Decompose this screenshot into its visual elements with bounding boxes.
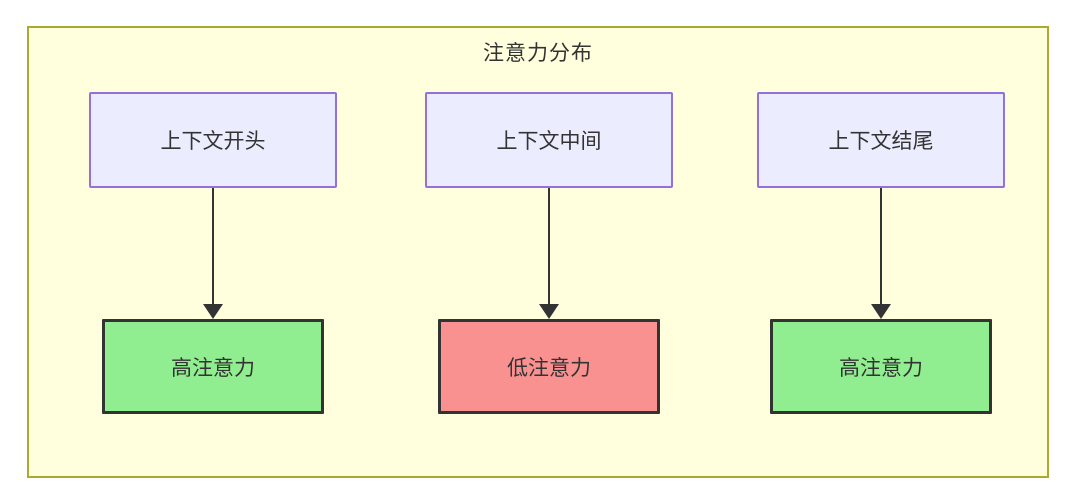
arrow-head-icon — [539, 304, 559, 319]
flow-column-context-end: 上下文结尾 高注意力 — [756, 92, 1006, 414]
node-label: 低注意力 — [507, 356, 591, 380]
diagram-title: 注意力分布 — [483, 42, 593, 65]
arrow-down-icon — [871, 188, 891, 319]
arrow-line — [880, 188, 882, 306]
node-high-attention-left: 高注意力 — [102, 319, 324, 414]
node-context-end: 上下文结尾 — [757, 92, 1005, 188]
arrow-down-icon — [203, 188, 223, 319]
arrow-line — [212, 188, 214, 306]
attention-diagram-canvas: 注意力分布 上下文开头 高注意力 上下文中间 低注意力 上下文结尾 — [27, 26, 1049, 478]
node-low-attention-middle: 低注意力 — [438, 319, 660, 414]
flow-column-context-middle: 上下文中间 低注意力 — [424, 92, 674, 414]
arrow-head-icon — [871, 304, 891, 319]
node-label: 上下文结尾 — [828, 130, 934, 153]
node-label: 高注意力 — [171, 356, 255, 380]
node-label: 高注意力 — [839, 356, 923, 380]
arrow-head-icon — [203, 304, 223, 319]
node-context-middle: 上下文中间 — [425, 92, 673, 188]
arrow-down-icon — [539, 188, 559, 319]
node-label: 上下文中间 — [496, 130, 602, 153]
node-context-start: 上下文开头 — [89, 92, 337, 188]
node-high-attention-right: 高注意力 — [770, 319, 992, 414]
node-label: 上下文开头 — [160, 130, 266, 153]
arrow-line — [548, 188, 550, 306]
flow-column-context-start: 上下文开头 高注意力 — [88, 92, 338, 414]
